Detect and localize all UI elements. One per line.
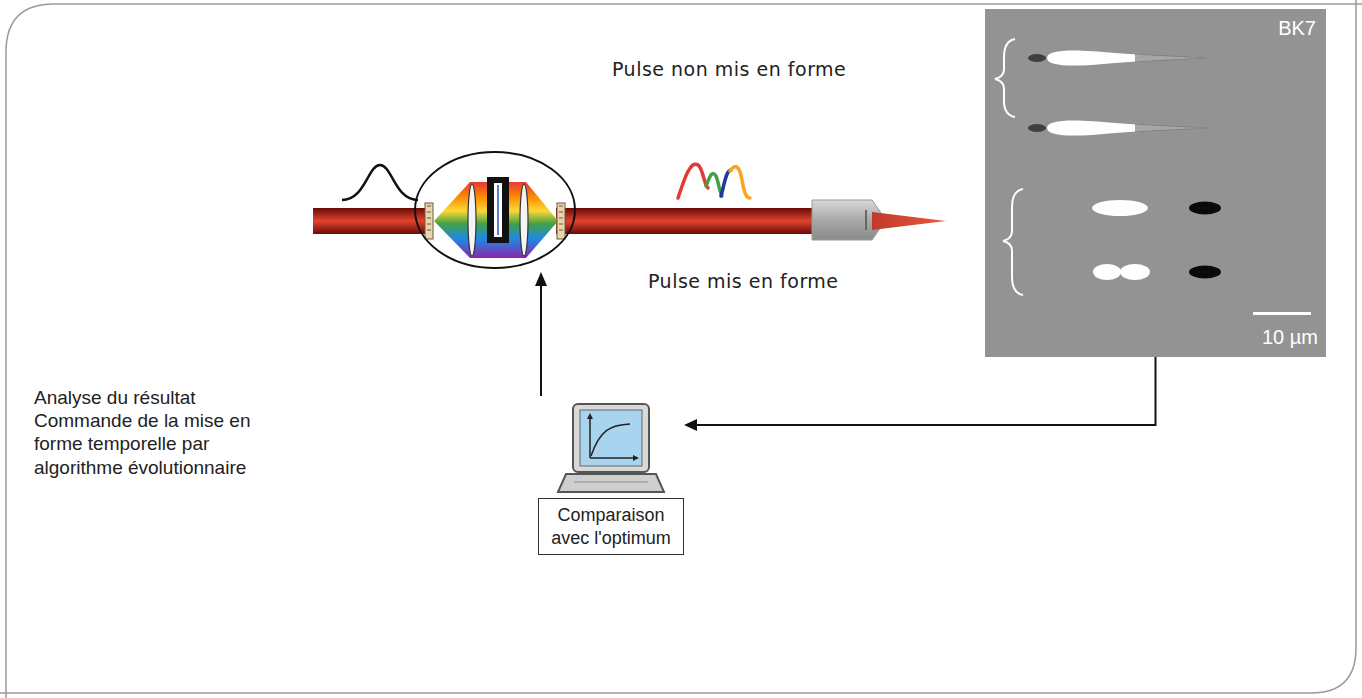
laptop-icon	[558, 404, 664, 492]
shaped-pulse	[678, 164, 750, 198]
process-box: Comparaison avec l'optimum	[538, 498, 684, 555]
pulse-label: Pulse non mis en forme	[612, 58, 846, 80]
pulse-label: Pulse mis en forme	[648, 270, 839, 292]
box-text: Comparaison avec l'optimum	[546, 504, 676, 549]
input-pulse	[342, 165, 418, 200]
comparison-node: Comparaison avec l'optimum	[538, 398, 684, 555]
shaper-outline	[415, 152, 575, 268]
computer-area	[561, 398, 661, 498]
objective-lens	[812, 200, 946, 240]
annotation: Analyse du résultat Commande de la mise …	[34, 386, 296, 479]
scale-label: 10 µm	[1262, 326, 1318, 349]
frame	[6, 4, 1362, 698]
control-arrow	[535, 272, 547, 396]
material-label: BK7	[1278, 17, 1316, 40]
microscope-image	[985, 9, 1326, 357]
arrow-head	[684, 419, 697, 431]
microscope-image-panel: BK7 10 µm	[985, 9, 1326, 357]
feedback-connector	[694, 357, 1156, 425]
laser-beam	[556, 208, 818, 234]
pulse-shaper	[425, 177, 565, 258]
